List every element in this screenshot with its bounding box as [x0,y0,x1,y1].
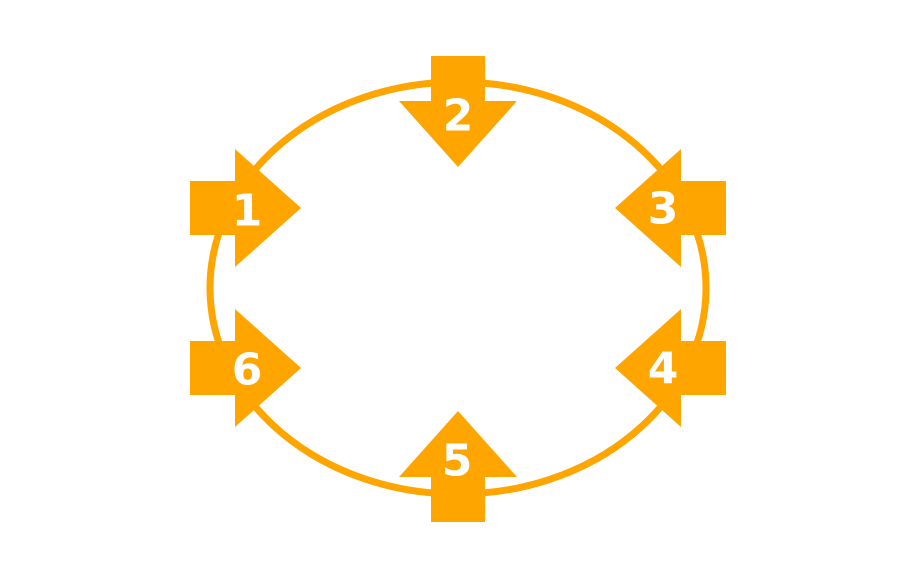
arrow-5: 5 [399,411,517,522]
arrow-1-shape [190,149,301,267]
arrow-6-label: 6 [232,345,263,396]
arrow-2-shape [399,56,517,167]
arrow-4-shape [615,309,726,427]
arrow-5-shape [399,411,517,522]
arrow-6-shape [190,309,301,427]
arrow-3-shape [615,149,726,267]
arrow-4: 4 [615,309,726,427]
arrow-2: 2 [399,56,517,167]
arrow-4-label: 4 [648,344,679,395]
arrow-6: 6 [190,309,301,427]
arrow-3: 3 [615,149,726,267]
arrow-5-label: 5 [442,436,473,487]
arrow-3-label: 3 [648,184,679,235]
arrow-2-label: 2 [443,91,474,142]
arrow-1: 1 [190,149,301,267]
arrow-1-label: 1 [232,186,263,237]
